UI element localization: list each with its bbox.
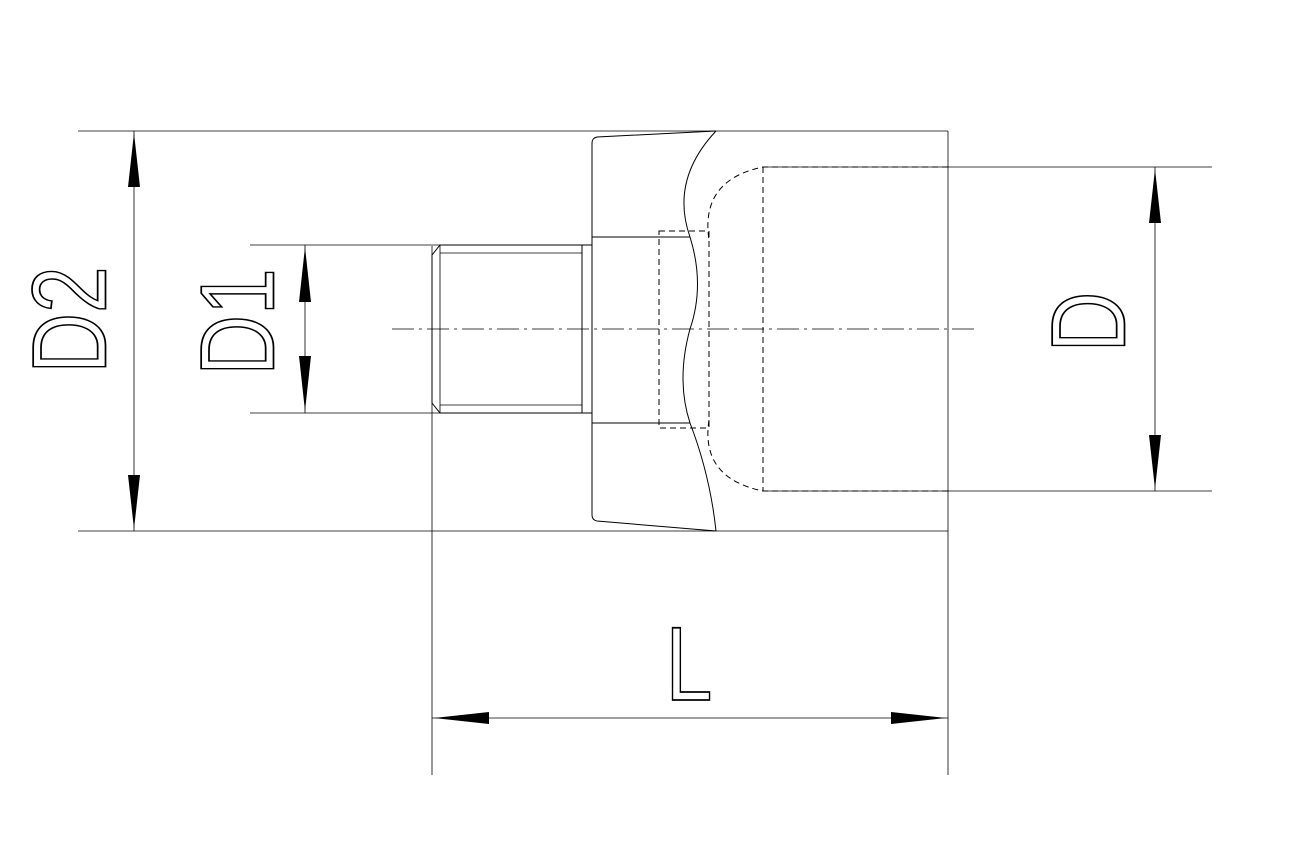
dimension-d: D <box>1030 167 1161 491</box>
d-label: D <box>1031 292 1148 353</box>
dimension-d2: D2 <box>11 131 140 531</box>
dimension-d1: D1 <box>179 245 311 413</box>
dimension-l: L <box>432 605 948 724</box>
d-arrow-bottom <box>1149 435 1161 489</box>
d-arrow-top <box>1149 169 1161 223</box>
d1-arrow-bottom <box>299 356 311 411</box>
extension-lines <box>78 130 1212 775</box>
hex-scallop-profile <box>682 130 717 532</box>
d1-arrow-top <box>299 247 311 302</box>
hex-outline <box>591 130 717 532</box>
male-thread-end <box>431 244 592 414</box>
hidden-socket-top <box>707 166 948 241</box>
hidden-counterbore <box>658 230 710 429</box>
hex-body <box>591 130 717 532</box>
d2-arrow-top <box>128 133 140 187</box>
hidden-socket-bottom <box>707 419 948 492</box>
l-label: L <box>666 606 713 723</box>
d2-arrow-bottom <box>128 475 140 529</box>
l-arrow-right <box>891 712 946 724</box>
d1-label: D1 <box>180 268 297 375</box>
hidden-features <box>658 166 948 492</box>
l-arrow-left <box>434 712 489 724</box>
d2-label: D2 <box>12 266 129 373</box>
male-end-outline <box>431 244 592 414</box>
